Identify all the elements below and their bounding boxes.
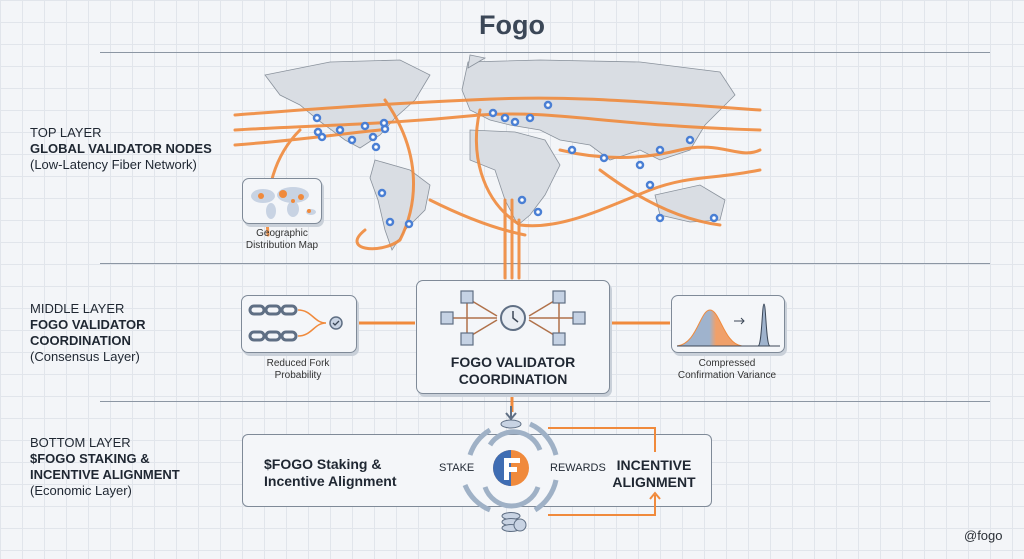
- bottom-layer-label: BOTTOM LAYER $FOGO STAKING & INCENTIVE A…: [30, 435, 180, 499]
- stake-label: STAKE: [439, 462, 475, 474]
- chain-icon: [248, 304, 343, 342]
- layer-tag: BOTTOM LAYER: [30, 435, 131, 450]
- inset-caption: Geographic Distribution Map: [236, 228, 328, 252]
- title-line: COORDINATION: [458, 371, 568, 387]
- caption-line: Reduced Fork: [266, 358, 330, 369]
- title-line: ALIGNMENT: [612, 474, 696, 490]
- layer-name: INCENTIVE ALIGNMENT: [30, 467, 180, 482]
- coordination-title: FOGO VALIDATOR COORDINATION: [417, 354, 609, 388]
- layer-name: FOGO VALIDATOR: [30, 317, 146, 332]
- top-layer-label: TOP LAYER GLOBAL VALIDATOR NODES (Low-La…: [30, 125, 212, 173]
- title-line: FOGO VALIDATOR: [450, 354, 576, 370]
- layer-sub: (Low-Latency Fiber Network): [30, 157, 197, 172]
- title-line: $FOGO Staking &: [264, 456, 382, 472]
- caption-line: Confirmation Variance: [677, 370, 777, 381]
- layer-tag: MIDDLE LAYER: [30, 301, 125, 316]
- layer-name: GLOBAL VALIDATOR NODES: [30, 141, 212, 156]
- caption-line: Compressed: [698, 358, 756, 369]
- layer-sub: (Consensus Layer): [30, 349, 140, 364]
- fogo-logo-icon: [493, 450, 529, 486]
- geographic-distribution-inset: [242, 178, 322, 224]
- caption-line: Probability: [274, 370, 322, 381]
- middle-layer-label: MIDDLE LAYER FOGO VALIDATOR COORDINATION…: [30, 301, 146, 365]
- stake-coin-icon: [500, 419, 522, 429]
- fork-probability-card: [241, 295, 357, 353]
- layer-name: $FOGO STAKING &: [30, 451, 150, 466]
- rewards-label: REWARDS: [550, 462, 606, 474]
- page-title: Fogo: [479, 10, 545, 40]
- confirmation-variance-card: [671, 295, 785, 353]
- validator-network-icon: [440, 290, 586, 346]
- heatmap-icon: [251, 187, 316, 219]
- divider: [100, 401, 990, 402]
- layer-name: COORDINATION: [30, 333, 131, 348]
- distribution-curve-icon: [676, 303, 780, 347]
- title-line: INCENTIVE: [616, 457, 692, 473]
- divider: [100, 52, 990, 53]
- incentive-alignment-label: INCENTIVE ALIGNMENT: [604, 457, 704, 491]
- layer-tag: TOP LAYER: [30, 125, 102, 140]
- fork-caption: Reduced Fork Probability: [236, 358, 360, 382]
- watermark: @fogo: [964, 528, 1003, 543]
- caption-line: Distribution Map: [245, 240, 319, 251]
- staking-card: [242, 434, 712, 507]
- caption-line: Geographic: [256, 228, 308, 239]
- divider: [100, 263, 990, 264]
- validator-coordination-card: FOGO VALIDATOR COORDINATION: [416, 280, 610, 394]
- title-line: Incentive Alignment: [264, 473, 397, 489]
- coin-stack-icon: [501, 512, 527, 532]
- layer-sub: (Economic Layer): [30, 483, 132, 498]
- variance-caption: Compressed Confirmation Variance: [660, 358, 794, 382]
- staking-title: $FOGO Staking & Incentive Alignment: [264, 456, 397, 490]
